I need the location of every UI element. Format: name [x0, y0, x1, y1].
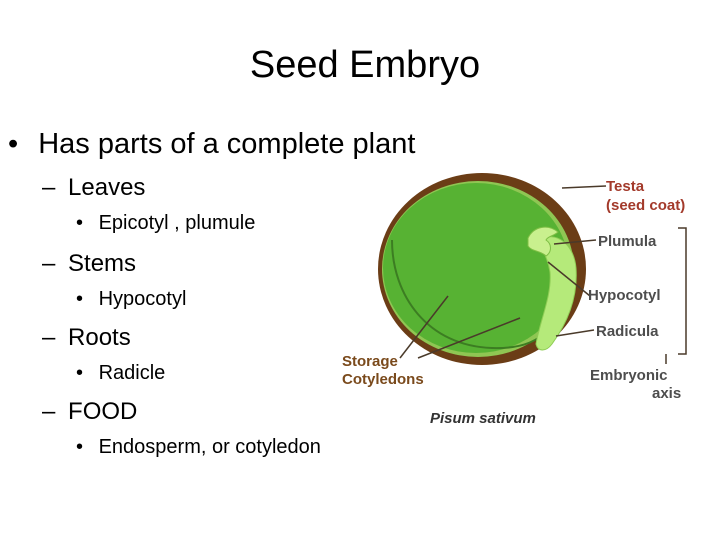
bullet-text: Leaves: [68, 174, 146, 201]
embryonic-axis-bracket: [678, 227, 687, 355]
storage-leader-1: [399, 295, 449, 359]
bullet-complete-plant: • Has parts of a complete plant: [8, 128, 415, 161]
subsubbullet-radicle: • Radicle: [76, 362, 165, 385]
testa-leader: [561, 185, 607, 189]
subbullet-roots: – Roots: [42, 324, 131, 352]
hypocotyl-leader: [547, 261, 591, 297]
label-embryonic: Embryonic: [590, 367, 668, 384]
bullet-marker: •: [8, 128, 19, 160]
bullet-text: Stems: [68, 250, 137, 277]
subsubbullet-epicotyl: • Epicotyl , plumule: [76, 212, 255, 235]
subbullet-leaves: – Leaves: [42, 174, 145, 202]
label-storage: Storage: [342, 353, 398, 370]
bullet-text: Has parts of a complete plant: [38, 128, 416, 160]
embryonic-axis: [535, 236, 577, 351]
label-hypocotyl: Hypocotyl: [588, 287, 661, 304]
plumula-leader: [553, 239, 597, 245]
label-cotyledons: Cotyledons: [342, 371, 424, 388]
bullet-text: Endosperm, or cotyledon: [98, 436, 321, 458]
bullet-text: Roots: [68, 324, 131, 351]
storage-leader-2: [417, 317, 521, 359]
slide-title: Seed Embryo: [249, 44, 481, 86]
subbullet-food: – FOOD: [42, 398, 137, 426]
bullet-marker: •: [76, 436, 84, 458]
label-species: Pisum sativum: [430, 410, 536, 427]
bullet-marker: •: [76, 212, 84, 234]
bullet-marker: –: [42, 398, 56, 425]
subsubbullet-hypocotyl: • Hypocotyl: [76, 288, 186, 311]
bullet-marker: •: [76, 362, 84, 384]
label-seed-coat: (seed coat): [606, 197, 685, 214]
plumule: [527, 226, 559, 257]
subbullet-stems: – Stems: [42, 250, 136, 278]
storage-cotyledon: [383, 183, 569, 353]
bullet-marker: –: [42, 174, 56, 201]
bullet-text: FOOD: [68, 398, 138, 425]
label-testa: Testa: [606, 178, 645, 195]
bullet-marker: •: [76, 288, 84, 310]
bullet-text: Radicle: [98, 362, 166, 384]
radicula-leader: [555, 329, 595, 337]
bullet-marker: –: [42, 324, 56, 351]
bullet-text: Epicotyl , plumule: [98, 212, 256, 234]
label-plumula: Plumula: [598, 233, 657, 250]
bullet-marker: –: [42, 250, 56, 277]
label-radicula: Radicula: [596, 323, 659, 340]
subsubbullet-endosperm: • Endosperm, or cotyledon: [76, 436, 321, 459]
cotyledon-boundary: [391, 239, 553, 350]
bullet-text: Hypocotyl: [98, 288, 187, 310]
label-axis: axis: [652, 385, 681, 402]
